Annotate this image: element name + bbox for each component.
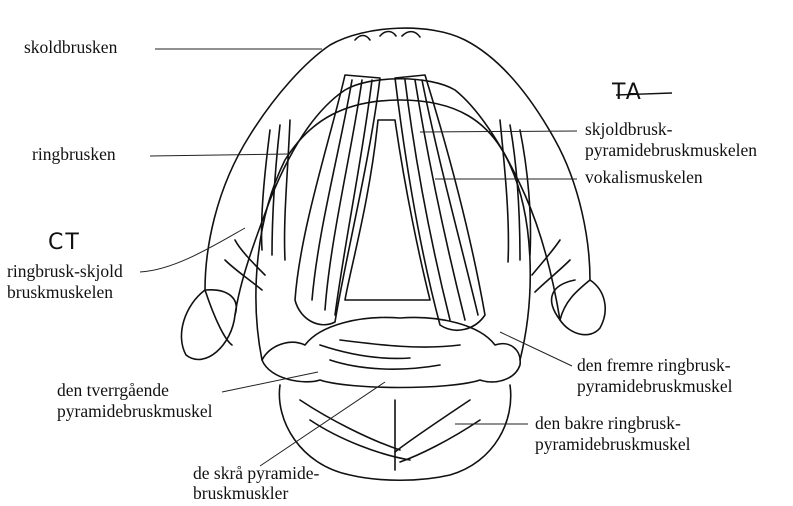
- label-skraa-line1: de skrå pyramide-: [193, 464, 319, 483]
- arytenoid-region: [262, 317, 520, 387]
- label-fremre-line2: pyramidebruskmuskel: [577, 377, 733, 396]
- label-skoldbrusken: skoldbrusken: [24, 38, 117, 57]
- leader-fremre: [500, 332, 572, 366]
- handwritten-ct: CT: [48, 230, 81, 255]
- label-skraa-line2: bruskmuskler: [193, 484, 288, 503]
- thyroid-cartilage-shape: [181, 28, 605, 359]
- label-ringbrusk-skjold-line2: bruskmuskelen: [7, 283, 113, 302]
- label-ringbrusk-skjold-line1: ringbrusk-skjold: [7, 262, 123, 281]
- label-tverr-line1: den tverrgående: [57, 381, 169, 400]
- label-skjoldbrusk-line2: pyramidebruskmuskelen: [585, 141, 757, 160]
- label-fremre-line1: den fremre ringbrusk-: [577, 356, 731, 375]
- leader-ringbrusk-skjold: [140, 228, 245, 272]
- handwritten-ta: TA: [612, 80, 643, 105]
- label-skjoldbrusk-line1: skjoldbrusk-: [585, 120, 673, 139]
- cricoid-cartilage-shape: [256, 100, 530, 360]
- label-vokalismuskelen: vokalismuskelen: [585, 168, 703, 187]
- leader-ringbrusken: [150, 154, 290, 156]
- leader-skjoldbrusk: [420, 131, 577, 132]
- label-bakre-line2: pyramidebruskmuskel: [535, 435, 691, 454]
- label-tverr-line2: pyramidebruskmuskel: [57, 402, 213, 421]
- label-bakre-line1: den bakre ringbrusk-: [535, 414, 681, 433]
- label-ringbrusken: ringbrusken: [32, 145, 116, 164]
